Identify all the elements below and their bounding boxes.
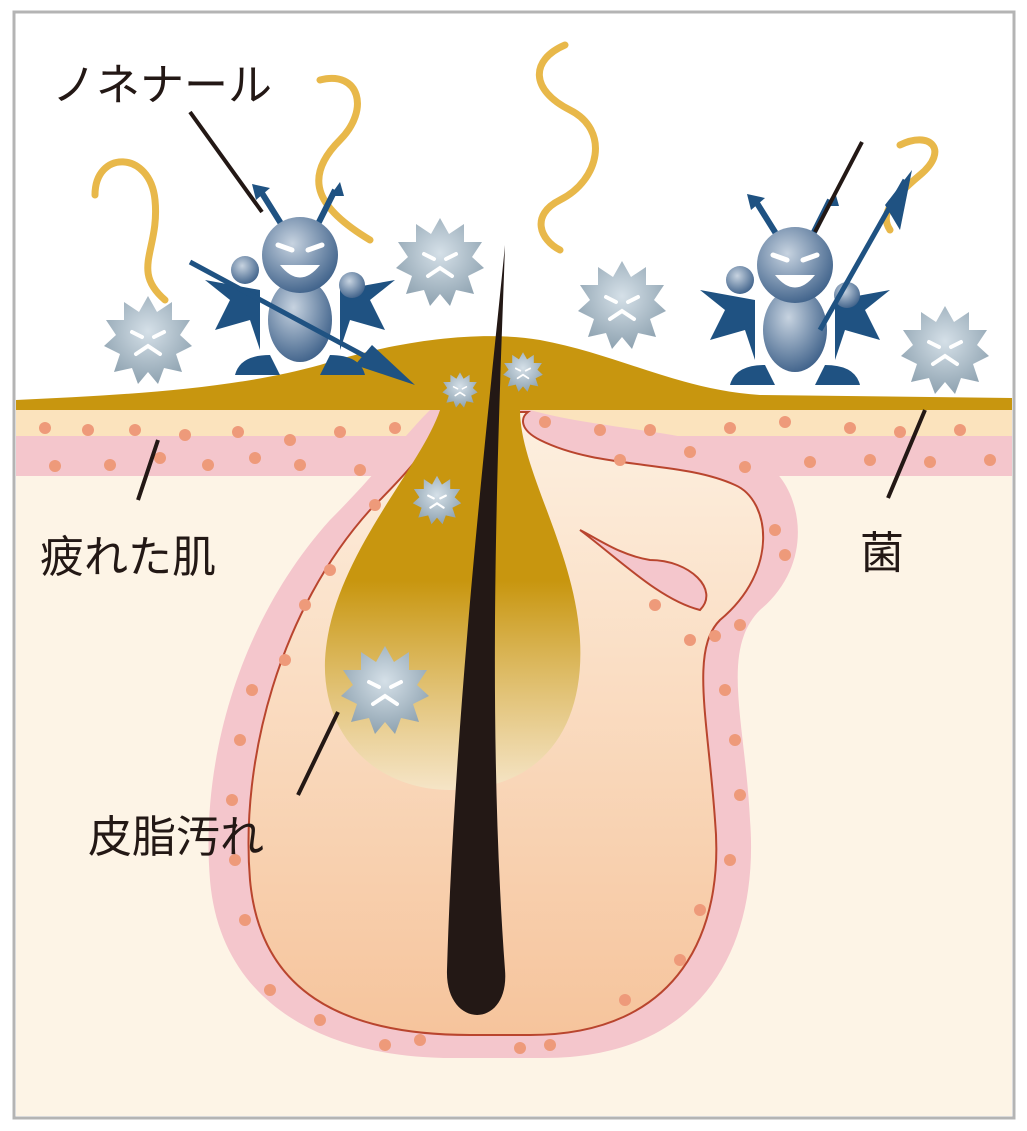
skin-cells: [39, 416, 996, 1054]
label-nonenal: ノネナール: [52, 60, 272, 111]
demon-icon: [700, 170, 912, 385]
label-bacteria: 菌: [860, 528, 904, 579]
hair-shaft: [446, 245, 506, 1015]
sebaceous-gland: [579, 529, 708, 612]
label-sebum-dirt: 皮脂汚れ: [88, 812, 264, 863]
leader-lines: [136, 110, 927, 796]
label-tired-skin: 疲れた肌: [40, 532, 216, 583]
demon-icon: [188, 182, 415, 385]
